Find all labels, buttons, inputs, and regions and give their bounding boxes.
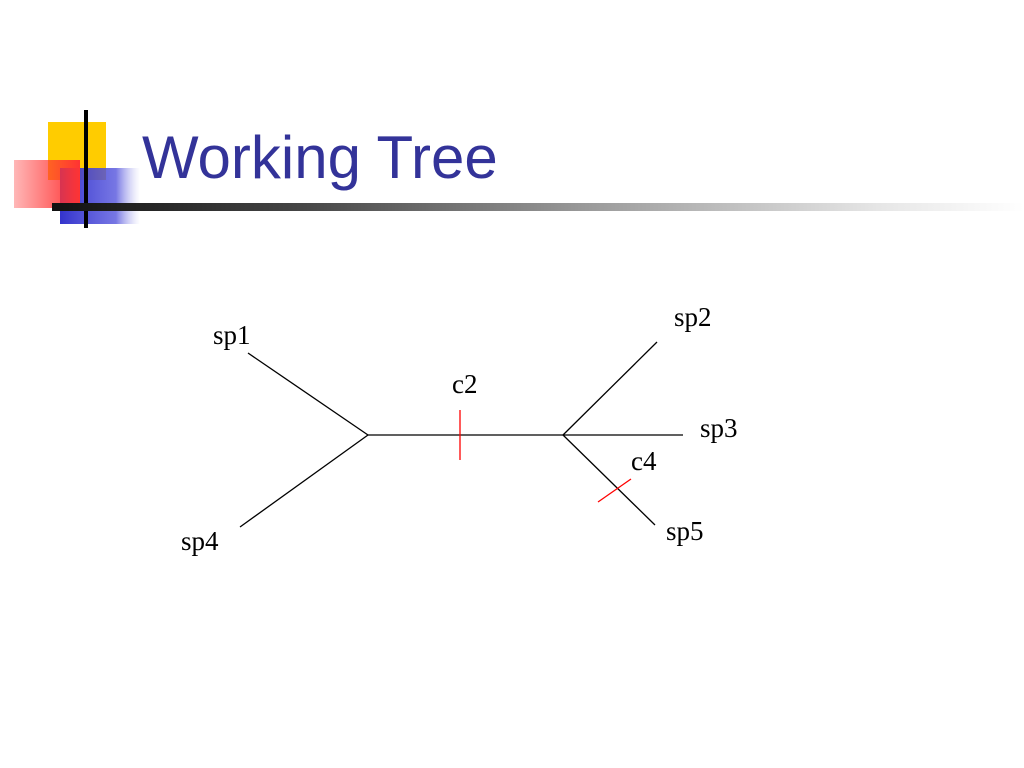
branch-sp5 — [562, 434, 656, 526]
character-label-c4: c4 — [631, 446, 657, 476]
page-title: Working Tree — [142, 124, 498, 191]
leaf-label-sp3: sp3 — [700, 413, 738, 443]
logo-red-square — [14, 160, 80, 208]
slide-logo-decoration — [14, 110, 140, 228]
leaf-label-sp4: sp4 — [181, 526, 219, 556]
leaf-label-sp2: sp2 — [674, 302, 712, 332]
character-label-c2: c2 — [452, 369, 477, 399]
c4-mark — [597, 478, 632, 503]
branch-sp4 — [239, 434, 369, 528]
logo-vertical-bar — [84, 110, 88, 228]
branch-sp2 — [562, 341, 658, 436]
title-underline — [52, 203, 1024, 211]
leaf-label-sp1: sp1 — [213, 320, 251, 350]
leaf-label-sp5: sp5 — [666, 516, 704, 546]
branch-sp1 — [247, 352, 369, 436]
